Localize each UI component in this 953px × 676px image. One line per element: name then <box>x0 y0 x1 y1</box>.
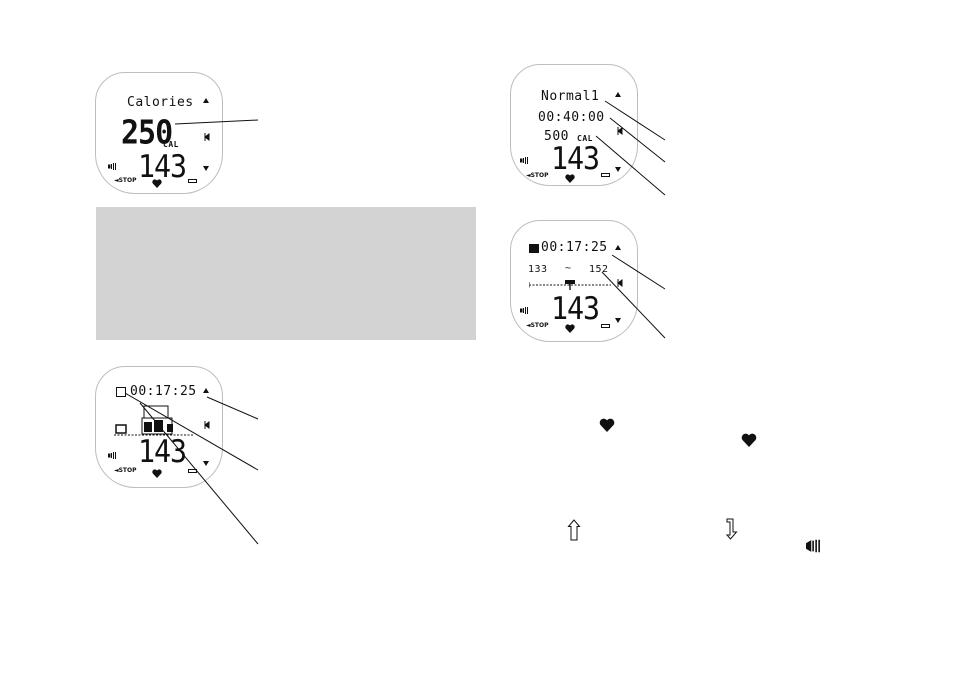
down-arrow-icon <box>203 166 209 171</box>
up-arrow-icon <box>203 98 209 103</box>
battery-icon <box>188 469 197 473</box>
side-indicator-icon <box>204 133 210 141</box>
up-arrow-icon <box>615 245 621 250</box>
volume-icon <box>806 539 820 553</box>
watch-calories: Calories 250 CAL 143 ◄STOP <box>95 72 223 194</box>
zone-high: 152 <box>589 264 609 275</box>
side-indicator-icon <box>617 127 623 135</box>
stop-label: ◄STOP <box>114 177 137 184</box>
heart-icon <box>741 433 757 447</box>
side-indicator-icon <box>617 279 623 287</box>
heart-rate: 143 <box>138 149 187 186</box>
zone-timer: 00:17:25 <box>130 384 197 399</box>
heart-rate: 143 <box>138 434 187 471</box>
heart-rate: 143 <box>551 291 600 328</box>
watch-zone-time: 00:17:25 133 ~ 152 143 ◄STOP <box>510 220 638 342</box>
up-arrow-icon <box>615 92 621 97</box>
down-arrow-icon <box>615 318 621 323</box>
zone-low: 133 <box>528 264 548 275</box>
battery-icon <box>601 324 610 328</box>
watch-program: Normal1 00:40:00 500 CAL 143 ◄STOP <box>510 64 638 186</box>
arrow-up-icon <box>567 519 581 541</box>
info-panel <box>96 207 476 340</box>
battery-icon <box>188 179 197 183</box>
heart-icon <box>565 324 575 333</box>
program-name: Normal1 <box>541 89 600 104</box>
stop-label: ◄STOP <box>526 172 549 179</box>
zone-separator: ~ <box>565 263 572 274</box>
calorie-unit: CAL <box>163 140 179 149</box>
down-arrow-icon <box>203 461 209 466</box>
stop-label: ◄STOP <box>114 467 137 474</box>
battery-icon <box>601 173 610 177</box>
heart-icon <box>152 469 162 478</box>
volume-icon <box>108 163 116 170</box>
zone-timer: 00:17:25 <box>541 240 608 255</box>
heart-icon <box>565 174 575 183</box>
down-arrow-icon <box>615 167 621 172</box>
up-arrow-icon <box>203 388 209 393</box>
volume-icon <box>520 157 528 164</box>
arrow-down-icon <box>725 518 738 540</box>
stop-label: ◄STOP <box>526 322 549 329</box>
heart-rate: 143 <box>551 141 600 178</box>
watch-zone-bars: 00:17:25 143 ◄STOP <box>95 366 223 488</box>
zone-icon <box>529 244 539 253</box>
program-duration: 00:40:00 <box>538 110 605 125</box>
program-calories-unit: CAL <box>577 134 593 143</box>
volume-icon <box>108 452 116 459</box>
calorie-value: 250 <box>121 113 173 153</box>
side-indicator-icon <box>204 421 210 429</box>
watch-title: Calories <box>127 95 194 110</box>
program-calories: 500 <box>544 129 569 144</box>
volume-icon <box>520 307 528 314</box>
heart-icon <box>152 179 162 188</box>
zone-number-icon <box>116 387 126 397</box>
zone-progress-bar <box>529 280 611 290</box>
heart-icon <box>599 418 615 432</box>
